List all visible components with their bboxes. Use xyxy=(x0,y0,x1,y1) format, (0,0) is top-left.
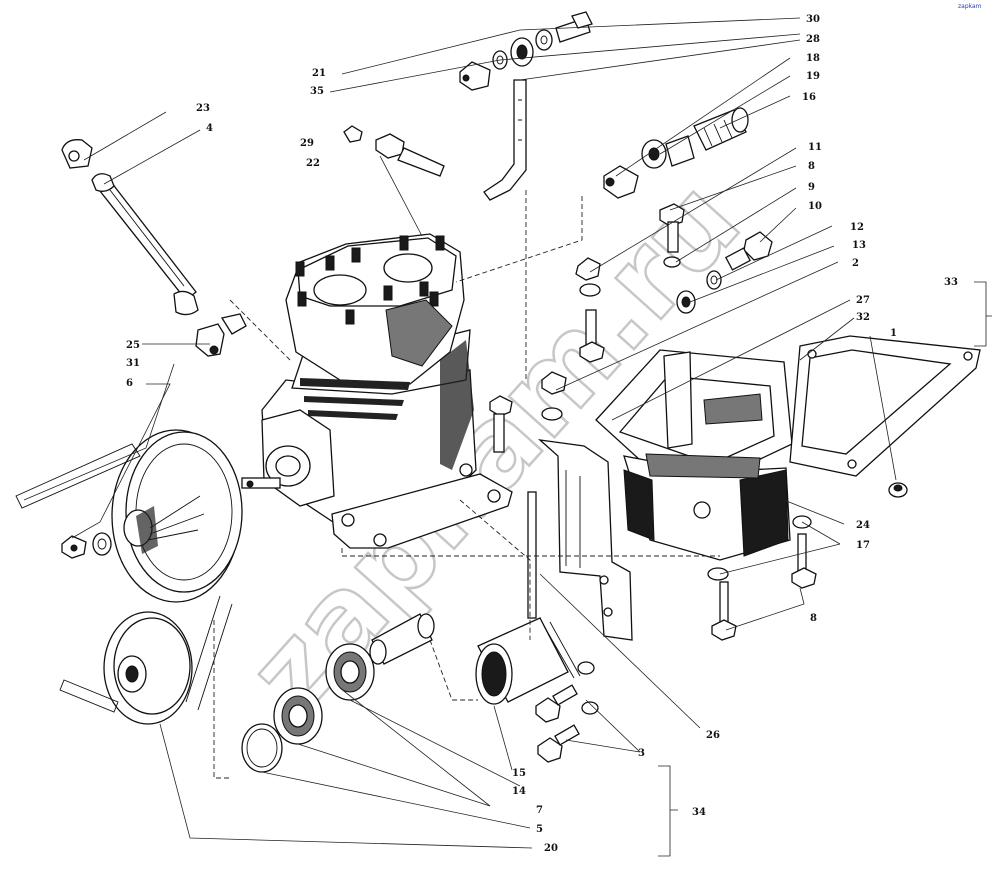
callout-5: 5 xyxy=(536,824,543,835)
bolt-8-right xyxy=(791,533,817,589)
banjo-fitting xyxy=(510,29,553,67)
bolt-8-lower xyxy=(711,581,737,641)
bolt-upper-mid xyxy=(579,309,605,363)
head-studs xyxy=(295,235,445,325)
callout-21: 21 xyxy=(312,68,326,79)
bolt-30 xyxy=(555,11,593,43)
callout-34: 34 xyxy=(692,807,706,818)
callout-35: 35 xyxy=(310,86,324,97)
block-24 xyxy=(623,453,791,561)
leader-lines xyxy=(23,17,897,849)
callout-26: 26 xyxy=(706,730,720,741)
fitting-22 xyxy=(375,133,445,177)
washer-9 xyxy=(663,256,681,268)
callout-7: 7 xyxy=(536,805,543,816)
plug-1 xyxy=(888,482,908,498)
tube-28 xyxy=(483,79,527,201)
callout-13: 13 xyxy=(852,240,866,251)
callout-29: 29 xyxy=(300,138,314,149)
brace-34 xyxy=(658,765,678,857)
bolts-3 xyxy=(535,661,599,763)
callout-1: 1 xyxy=(890,328,897,339)
callout-6: 6 xyxy=(126,378,133,389)
callout-labels: 30 28 18 19 16 11 8 9 10 12 13 2 33 27 3… xyxy=(126,14,958,854)
washer-12 xyxy=(706,270,722,290)
assembly-lines xyxy=(213,190,720,779)
callout-30: 30 xyxy=(806,14,820,25)
callout-25: 25 xyxy=(126,340,140,351)
pipe-4 xyxy=(91,173,199,316)
callout-4: 4 xyxy=(206,123,213,134)
pin xyxy=(369,613,435,665)
callout-2: 2 xyxy=(852,258,859,269)
callout-16: 16 xyxy=(802,92,816,103)
washer-13 xyxy=(676,290,696,314)
callout-10: 10 xyxy=(808,201,822,212)
pulley-large xyxy=(111,429,243,603)
callout-18: 18 xyxy=(806,53,820,64)
callout-27: 27 xyxy=(856,295,870,306)
callout-8-lower: 8 xyxy=(810,613,817,624)
bolt-left-mid xyxy=(489,395,513,453)
callout-11: 11 xyxy=(808,142,822,153)
callout-33: 33 xyxy=(944,277,958,288)
valve-assembly xyxy=(603,107,749,199)
callout-19: 19 xyxy=(806,71,820,82)
callout-8-upper: 8 xyxy=(808,161,815,172)
bearing-7 xyxy=(273,687,323,745)
callout-24: 24 xyxy=(856,520,870,531)
clamp-25 xyxy=(195,313,247,357)
corner-mark: zapkam xyxy=(958,3,982,10)
callout-3: 3 xyxy=(638,748,645,759)
nut-6 xyxy=(61,532,112,559)
brace-33 xyxy=(974,281,992,347)
compressor-body xyxy=(241,233,513,549)
callout-31: 31 xyxy=(126,358,140,369)
bearing-14 xyxy=(325,643,375,701)
callout-28: 28 xyxy=(806,34,820,45)
callout-17: 17 xyxy=(856,540,870,551)
plug-29 xyxy=(343,125,363,143)
callout-20: 20 xyxy=(544,843,558,854)
mount-bracket-27 xyxy=(595,349,793,481)
sleeve-15 xyxy=(475,617,581,705)
gasket-frame-32 xyxy=(789,335,981,477)
callout-12: 12 xyxy=(850,222,864,233)
nut-11 xyxy=(575,257,601,297)
callout-23: 23 xyxy=(196,103,210,114)
nut-35 xyxy=(459,61,491,91)
callout-15: 15 xyxy=(512,768,526,779)
belt-31 xyxy=(15,443,141,509)
bolt-9 xyxy=(659,203,685,253)
callout-32: 32 xyxy=(856,312,870,323)
union-23 xyxy=(61,139,93,169)
callout-22: 22 xyxy=(306,158,320,169)
ring-5 xyxy=(241,723,283,773)
pulley-small xyxy=(103,611,193,725)
bracket-26 xyxy=(527,439,633,641)
belt-20 xyxy=(59,595,233,713)
callout-9: 9 xyxy=(808,182,815,193)
callout-14: 14 xyxy=(512,786,526,797)
fitting-10 xyxy=(725,231,773,271)
